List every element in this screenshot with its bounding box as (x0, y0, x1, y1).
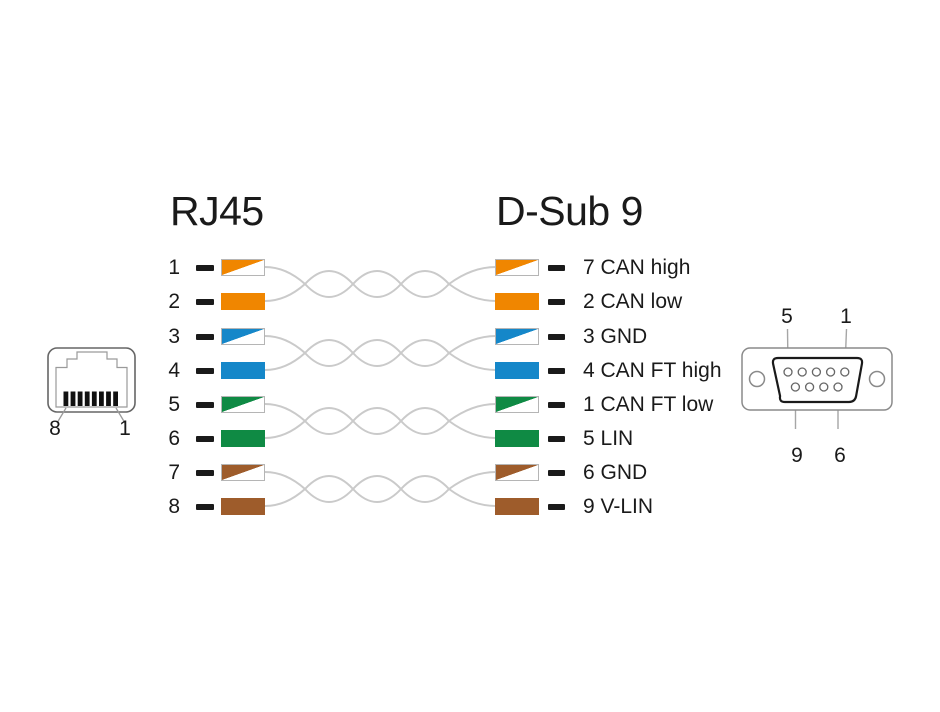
pin-row: 8 9 V-LIN (0, 494, 940, 519)
dsub-connector-drawing (741, 328, 893, 429)
twisted-wire (264, 339, 497, 371)
rj45-pin-contact (196, 504, 214, 510)
rj45-pin-contact (196, 334, 214, 340)
rj45-pin-number: 1 (168, 256, 180, 279)
dsub-pin-contact (548, 334, 565, 340)
rj45-pin-number: 2 (168, 290, 180, 313)
rj45-connector-drawing (47, 347, 136, 424)
rj45-pin-contact (196, 265, 214, 271)
rj45-pin-number: 4 (168, 359, 180, 382)
dsub-pin-label: 2 CAN low (583, 290, 683, 313)
dsub-pin-label: 7 CAN high (583, 256, 691, 279)
rj45-pin-contact (196, 368, 214, 374)
dsub-pin5-label: 5 (781, 305, 793, 328)
wire-color-block-rj45 (221, 464, 265, 481)
dsub-pin-contact (548, 368, 565, 374)
dsub-pin-contact (548, 402, 565, 408)
twisted-wire (264, 270, 497, 302)
wire-color-block-rj45 (221, 396, 265, 413)
dsub-pin-contact (548, 470, 565, 476)
rj45-pin-number: 8 (168, 495, 180, 518)
pin-row: 5 1 CAN FT low (0, 392, 940, 417)
rj45-title: RJ45 (170, 188, 264, 234)
dsub-pin6-label: 6 (834, 444, 846, 467)
rj45-pin-number: 3 (168, 325, 180, 348)
wire-color-block-dsub (495, 396, 539, 413)
wire-color-block-dsub (495, 259, 539, 276)
wire-color-block-dsub (495, 498, 539, 515)
twisted-wire (264, 475, 497, 507)
dsub-pin-label: 3 GND (583, 325, 648, 348)
dsub-pin-contact (548, 436, 565, 442)
dsub-pin-label: 9 V-LIN (583, 495, 654, 518)
twisted-wire (264, 471, 497, 503)
wire-color-block-dsub (495, 328, 539, 345)
screw-hole-right (868, 370, 886, 388)
pin-row: 4 4 CAN FT high (0, 358, 940, 383)
twisted-wire (264, 266, 497, 298)
rj45-pin-number: 5 (168, 393, 180, 416)
rj45-pin-contact (196, 436, 214, 442)
dsub-pin-label: 1 CAN FT low (583, 393, 714, 416)
wire-color-block-rj45 (221, 362, 265, 379)
wire-color-block-rj45 (221, 328, 265, 345)
screw-hole-left (748, 370, 766, 388)
dsub-pin-contact (548, 265, 565, 271)
rj45-pin-contact (196, 299, 214, 305)
dsub-pin-label: 5 LIN (583, 427, 634, 450)
rj45-pin8-label: 8 (49, 417, 61, 440)
rj45-jack-pins (63, 391, 118, 406)
wire-color-block-dsub (495, 362, 539, 379)
dsub-shell-outline (771, 356, 864, 404)
pin8-pointer-line (56, 407, 67, 424)
dsub-title: D-Sub 9 (496, 188, 643, 234)
rj45-pin-contact (196, 402, 214, 408)
wire-color-block-dsub (495, 464, 539, 481)
twisted-wire (264, 403, 497, 435)
pin-row: 1 7 CAN high (0, 255, 940, 280)
dsub-pin-label: 4 CAN FT high (583, 359, 722, 382)
dsub-pin9-label: 9 (791, 444, 803, 467)
wire-color-block-rj45 (221, 259, 265, 276)
pin-row: 7 6 GND (0, 460, 940, 485)
wire-color-block-rj45 (221, 430, 265, 447)
dsub-pin-label: 6 GND (583, 461, 648, 484)
dsub-pin-holes (783, 367, 850, 392)
pin-row: 2 2 CAN low (0, 289, 940, 314)
wire-color-block-rj45 (221, 498, 265, 515)
dsub-pin1-label: 1 (840, 305, 852, 328)
pin1-pointer-line (115, 407, 126, 424)
rj45-pin-number: 7 (168, 461, 180, 484)
wire-color-block-dsub (495, 293, 539, 310)
rj45-pin-contact (196, 470, 214, 476)
wire-color-block-rj45 (221, 293, 265, 310)
wire-color-block-dsub (495, 430, 539, 447)
twisted-wire (264, 335, 497, 367)
dsub-pin-contact (548, 504, 565, 510)
twisted-wire (264, 407, 497, 439)
rj45-pin-number: 6 (168, 427, 180, 450)
pin-row: 3 3 GND (0, 324, 940, 349)
dsub-pin-contact (548, 299, 565, 305)
pin-row: 6 5 LIN (0, 426, 940, 451)
rj45-pin1-label: 1 (119, 417, 131, 440)
